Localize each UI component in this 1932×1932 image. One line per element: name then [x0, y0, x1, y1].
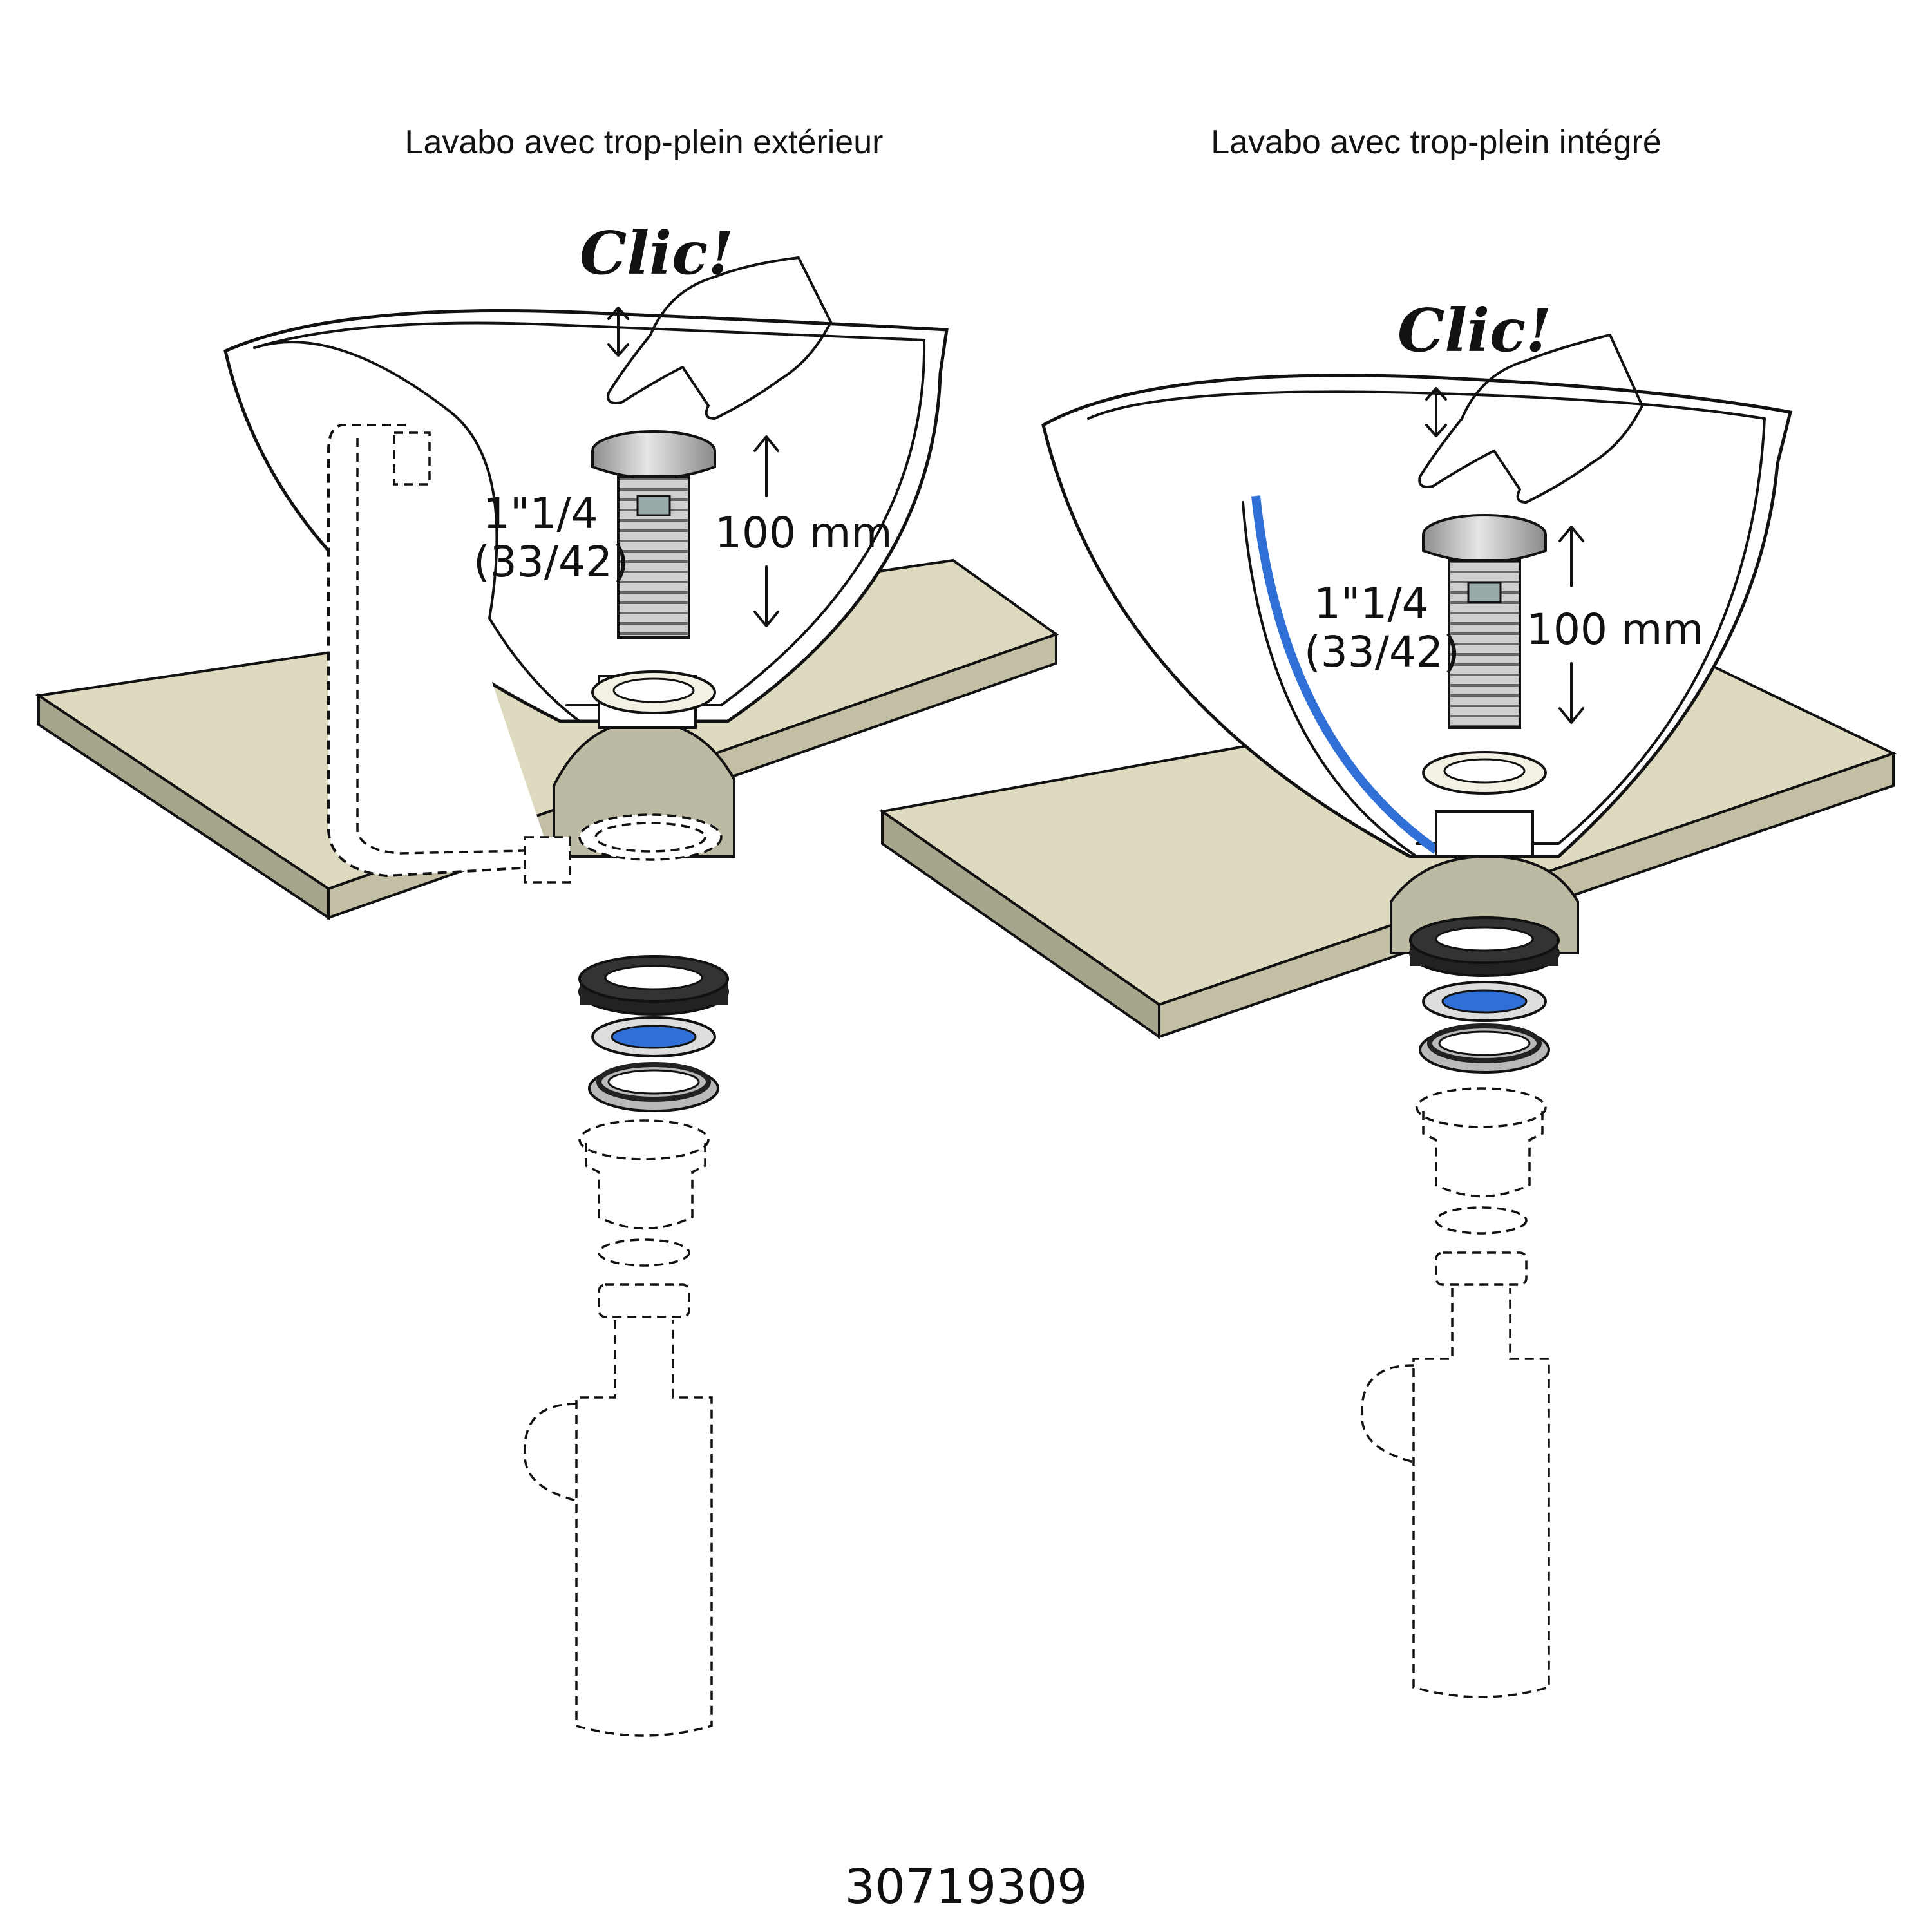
size-label-left-line2: (33/42): [473, 537, 629, 587]
top-gasket-right: [1422, 751, 1547, 795]
hand-icon: [1418, 334, 1643, 504]
panel-title-right: Lavabo avec trop-plein intégré: [1211, 124, 1662, 161]
travel-arrow-icon: [1558, 526, 1584, 724]
updown-arrow-icon: [607, 307, 629, 357]
size-label-right-line1: 1"1/4: [1314, 579, 1429, 629]
click-label-left: Clic!: [580, 218, 734, 288]
overflow-hose-left: [327, 424, 723, 884]
travel-label-left: 100 mm: [715, 508, 893, 558]
basin-right: [1041, 374, 1793, 858]
siphon-right: [1361, 1087, 1550, 1698]
chrome-washer-left: [588, 1062, 719, 1112]
travel-arrow-icon: [753, 435, 779, 627]
product-code: 30719309: [845, 1859, 1088, 1915]
updown-arrow-icon: [1425, 387, 1447, 437]
popup-drain-plug-left: [591, 430, 716, 639]
left-panel: Clic! 1"1/4 (33/42) 100 mm: [35, 218, 1059, 1737]
black-gasket-right: [1409, 916, 1560, 977]
hand-icon: [607, 256, 832, 420]
siphon-left: [524, 1119, 713, 1737]
black-gasket-left: [578, 955, 729, 1016]
panel-title-left: Lavabo avec trop-plein extérieur: [405, 124, 884, 161]
size-label-left-line1: 1"1/4: [483, 489, 598, 538]
blue-gasket-right: [1422, 981, 1547, 1022]
popup-drain-plug-right: [1422, 514, 1547, 729]
right-panel: Clic! 1"1/4 (33/42) 100 mm: [878, 296, 1897, 1698]
top-gasket-left: [591, 670, 716, 714]
travel-label-right: 100 mm: [1526, 605, 1704, 654]
click-label-right: Clic!: [1397, 296, 1552, 365]
chrome-washer-right: [1419, 1023, 1550, 1074]
blue-gasket-left: [591, 1016, 716, 1057]
size-label-right-line2: (33/42): [1304, 627, 1460, 677]
